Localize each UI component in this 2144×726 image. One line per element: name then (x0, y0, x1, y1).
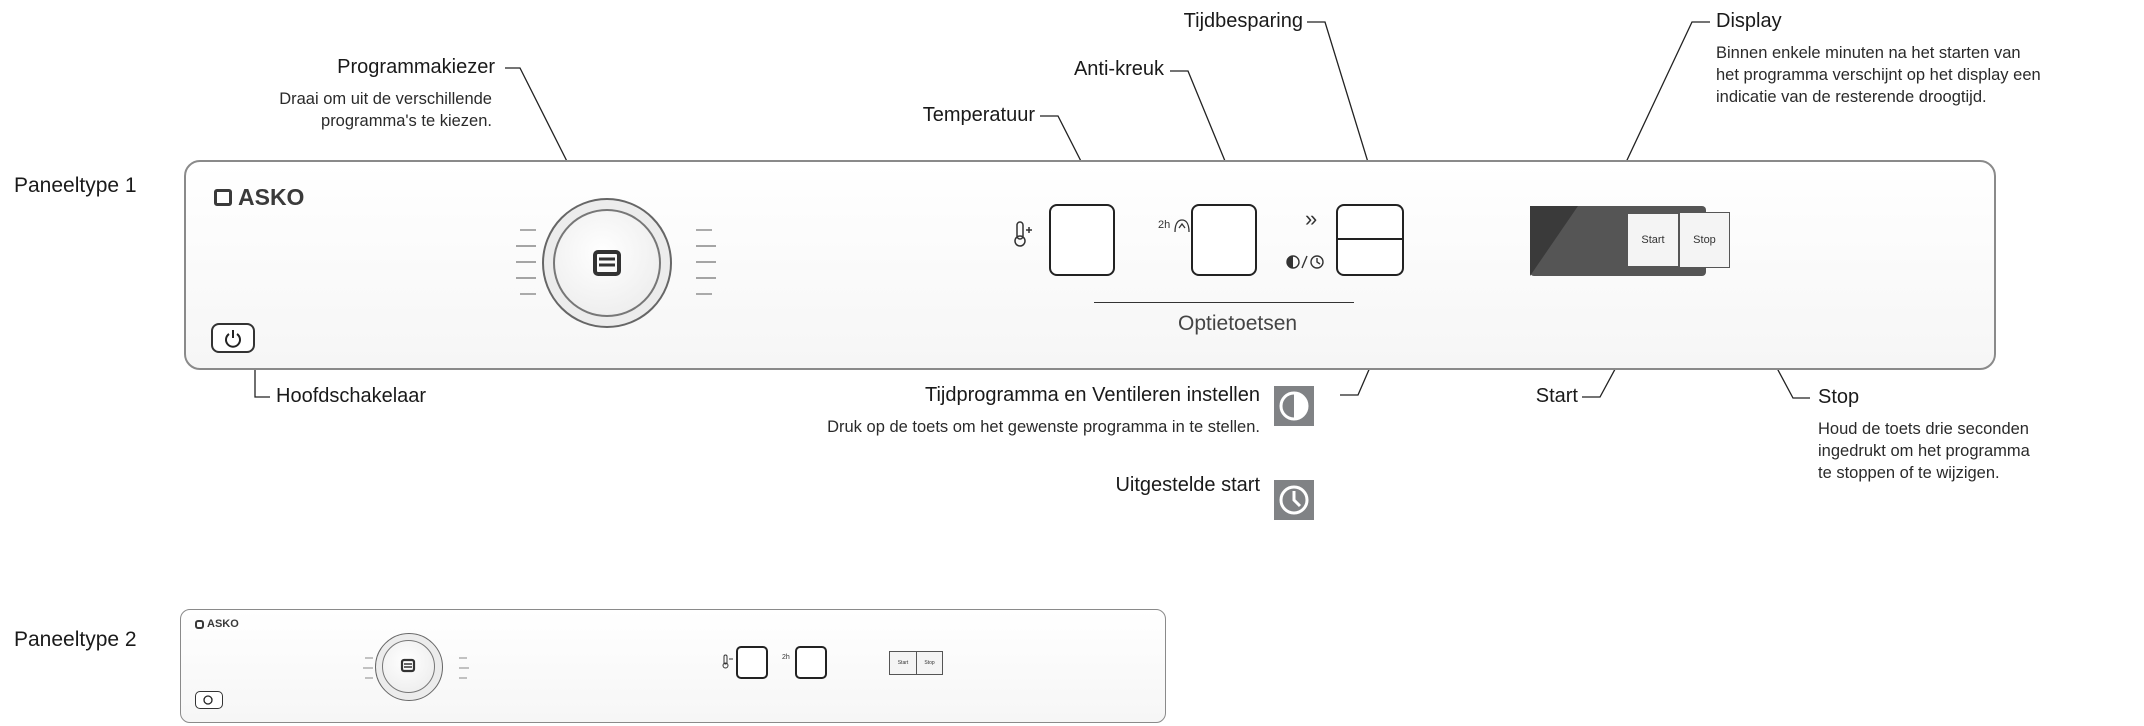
button-divider (1338, 238, 1402, 240)
power-icon (203, 695, 213, 705)
optietoetsen-label: Optietoetsen (1178, 312, 1298, 335)
programmakiezer-dial-small[interactable] (375, 633, 443, 701)
brand-logo-icon (195, 619, 204, 629)
anti-kreuk-button-small[interactable] (795, 646, 827, 679)
desc-programmakiezer-1: Draai om uit de verschillende (279, 90, 492, 108)
clock-icon (1274, 480, 1314, 520)
panel-title-1: Paneeltype 1 (14, 174, 137, 197)
brand-logo-icon (400, 658, 416, 673)
thermometer-icon (722, 654, 733, 669)
desc-tijdprogramma: Druk op de toets om het gewenste program… (827, 418, 1260, 436)
label-start: Start (1535, 385, 1578, 407)
brand-logo-small: ASKO (195, 618, 239, 630)
desc-stop-1: Houd de toets drie seconden (1818, 420, 2029, 438)
label-uitgestelde-start: Uitgestelde start (1115, 474, 1260, 496)
anti-kreuk-symbol: 2h (1158, 218, 1191, 234)
brand-name-small: ASKO (207, 618, 239, 630)
control-panel-1: ASKO (184, 160, 1996, 370)
tijdprogramma-button[interactable] (1336, 204, 1404, 276)
label-stop: Stop (1818, 386, 1860, 408)
programmakiezer-dial[interactable] (542, 198, 672, 328)
thermometer-icon (1014, 221, 1032, 247)
display-shade (1530, 206, 1578, 276)
power-icon (225, 330, 241, 348)
start-button[interactable]: Start (1626, 212, 1680, 268)
desc-display-2: het programma verschijnt op het display … (1716, 66, 2041, 84)
power-button-small[interactable] (195, 691, 223, 709)
stop-button[interactable]: Stop (1680, 212, 1730, 268)
programmakiezer-knob-small[interactable] (382, 640, 435, 693)
garment-icon (1174, 219, 1190, 233)
anti-kreuk-symbol-small: 2h (782, 654, 790, 661)
desc-programmakiezer-2: programma's te kiezen. (321, 112, 492, 130)
panel-title-2: Paneeltype 2 (14, 628, 137, 651)
tijdbesparing-symbol: » (1305, 206, 1318, 231)
label-tijdprogramma: Tijdprogramma en Ventileren instellen (925, 384, 1260, 406)
half-moon-clock-icon (1274, 386, 1314, 426)
stop-button-small[interactable]: Stop (917, 651, 943, 675)
desc-display-3: indicatie van de resterende droogtijd. (1716, 88, 1987, 106)
brand-logo-icon (593, 250, 621, 276)
desc-display-1: Binnen enkele minuten na het starten van (1716, 44, 2021, 62)
control-panel-2: ASKO 2h Start Stop (180, 609, 1166, 723)
programmakiezer-knob[interactable] (553, 209, 661, 317)
start-button-small[interactable]: Start (889, 651, 917, 675)
label-display: Display (1716, 10, 1782, 32)
moon-clock-symbol (1286, 255, 1324, 269)
desc-stop-3: te stoppen of te wijzigen. (1818, 464, 2000, 482)
brand-logo: ASKO (214, 184, 304, 211)
label-hoofdschakelaar: Hoofdschakelaar (276, 385, 427, 407)
anti-kreuk-button[interactable] (1191, 204, 1257, 276)
label-tijdbesparing: Tijdbesparing (1183, 10, 1303, 32)
power-button[interactable] (211, 323, 255, 353)
temperatuur-button-small[interactable] (736, 646, 768, 679)
label-anti-kreuk: Anti-kreuk (1073, 58, 1164, 80)
brand-logo-icon (214, 189, 232, 206)
desc-stop-2: ingedrukt om het programma (1818, 442, 2030, 460)
dial-ticks (516, 229, 716, 295)
label-temperatuur: Temperatuur (922, 104, 1035, 126)
temperatuur-button[interactable] (1049, 204, 1115, 276)
dial-ticks-small (363, 657, 469, 679)
brand-name: ASKO (238, 184, 305, 210)
anti-kreuk-symbol-text: 2h (1158, 219, 1171, 231)
label-programmakiezer: Programmakiezer (337, 56, 495, 78)
optietoetsen-line (1094, 302, 1354, 303)
